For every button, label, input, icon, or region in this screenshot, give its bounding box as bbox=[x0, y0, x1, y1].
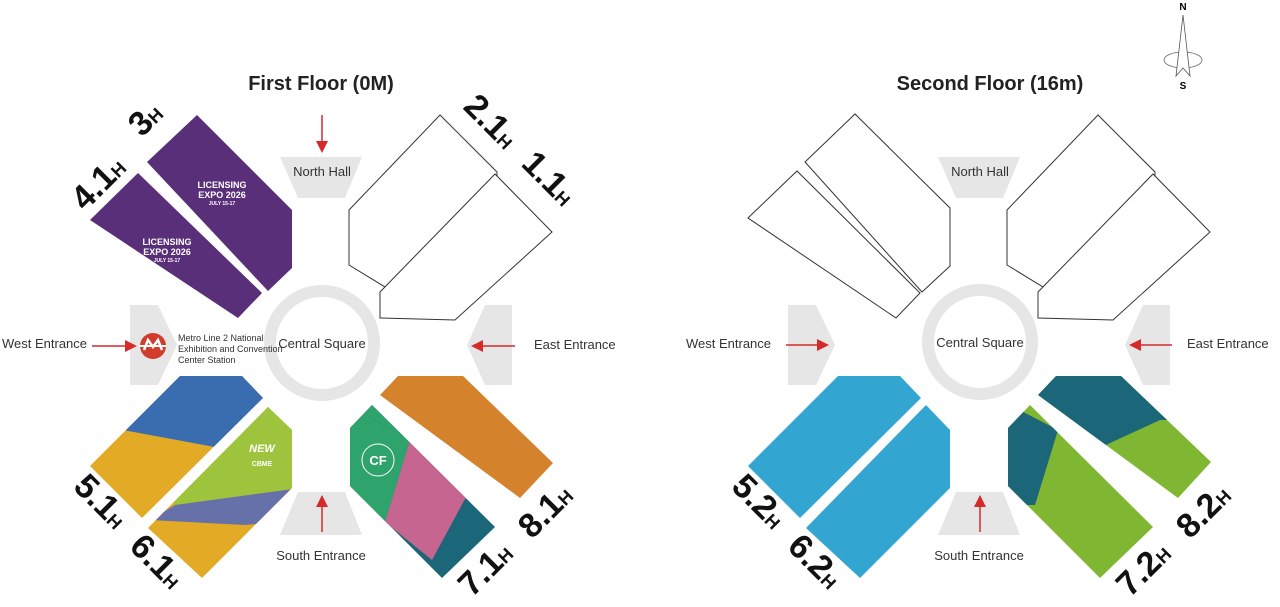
south-entrance-label[interactable]: South Entrance bbox=[934, 548, 1024, 563]
central-square-label[interactable]: Central Square bbox=[278, 336, 365, 351]
licensing-logo-text: EXPO 2026 bbox=[143, 247, 191, 257]
first-floor: First Floor (0M) North Hall Central Squa… bbox=[2, 73, 616, 604]
hall-8-1[interactable] bbox=[380, 376, 553, 498]
hall-outline[interactable] bbox=[1037, 173, 1211, 321]
east-entrance-label[interactable]: East Entrance bbox=[1187, 336, 1269, 351]
east-entrance-area bbox=[467, 305, 512, 385]
hall-outline[interactable] bbox=[747, 170, 921, 319]
hall-3[interactable]: LICENSING EXPO 2026 JULY 15-17 bbox=[147, 115, 292, 291]
licensing-logo-date: JULY 15-17 bbox=[154, 258, 181, 264]
second-floor: Second Floor (16m) North Hall Central Sq… bbox=[686, 73, 1269, 604]
south-entrance-area bbox=[280, 492, 362, 535]
north-hall-area bbox=[938, 157, 1020, 198]
compass-needle-icon bbox=[1175, 14, 1191, 78]
compass: N S bbox=[1163, 2, 1203, 92]
hall-1-1[interactable] bbox=[379, 173, 553, 321]
south-entrance-area bbox=[938, 492, 1020, 535]
floor-title: Second Floor (16m) bbox=[897, 73, 1084, 95]
svg-text:1.1H: 1.1H bbox=[514, 144, 583, 213]
central-square-ring bbox=[922, 284, 1038, 400]
metro-station-line-2: Exhibition and Convention bbox=[178, 344, 283, 354]
west-entrance-label[interactable]: West Entrance bbox=[2, 336, 87, 351]
west-entrance-label[interactable]: West Entrance bbox=[686, 336, 771, 351]
north-hall-area bbox=[280, 157, 362, 198]
east-entrance-label[interactable]: East Entrance bbox=[534, 337, 616, 352]
svg-text:3H: 3H bbox=[121, 94, 170, 143]
metro-icon bbox=[140, 333, 166, 359]
metro-station-line-1: Metro Line 2 National bbox=[178, 333, 264, 343]
new-logo-text: NEW bbox=[249, 443, 276, 455]
south-entrance-label[interactable]: South Entrance bbox=[276, 548, 366, 563]
north-hall-label[interactable]: North Hall bbox=[293, 164, 351, 179]
licensing-logo-date: JULY 15-17 bbox=[209, 201, 236, 207]
central-square-ring bbox=[264, 285, 380, 401]
licensing-logo-text: EXPO 2026 bbox=[198, 190, 246, 200]
compass-north: N bbox=[1179, 2, 1186, 13]
cf-logo-text: CF bbox=[369, 453, 386, 468]
cf-logo-icon bbox=[361, 443, 395, 477]
north-hall-label[interactable]: North Hall bbox=[951, 164, 1009, 179]
hall-label-3: 3H bbox=[121, 94, 170, 143]
licensing-logo-text: LICENSING bbox=[142, 237, 191, 247]
hall-outline[interactable] bbox=[804, 113, 951, 293]
floor-title: First Floor (0M) bbox=[248, 73, 394, 95]
hall-label-1-1: 1.1H bbox=[514, 144, 583, 213]
cbme-logo-text: CBME bbox=[252, 461, 273, 468]
central-square-label[interactable]: Central Square bbox=[936, 335, 1023, 350]
hall-5-2[interactable] bbox=[748, 376, 921, 518]
compass-south: S bbox=[1180, 81, 1187, 92]
hall-6-2[interactable] bbox=[806, 405, 950, 578]
hall-4-1[interactable]: LICENSING EXPO 2026 JULY 15-17 bbox=[90, 173, 262, 318]
licensing-logo-text: LICENSING bbox=[197, 180, 246, 190]
metro-station-line-3: Center Station bbox=[178, 355, 236, 365]
